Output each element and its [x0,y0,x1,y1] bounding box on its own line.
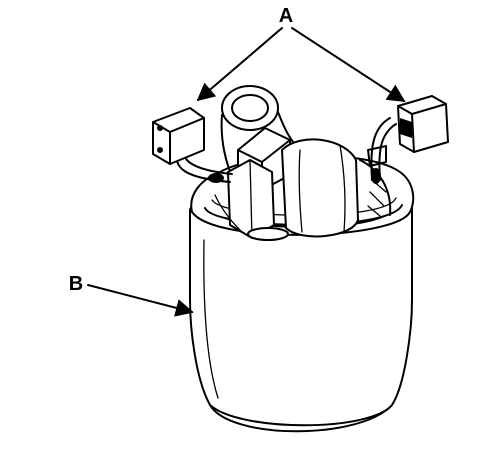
callout-a: A [196,5,406,102]
right-wire-outer [370,117,391,181]
right-terminal [367,95,449,184]
pump-body-right [281,138,359,238]
canister-highlight [203,239,219,399]
right-terminal-block [397,95,449,153]
callout-b-label: B [69,273,83,295]
right-wire-clip [367,145,387,167]
inner-wall-left [214,194,241,231]
pump-body-line-2 [339,144,346,233]
left-wire-sleeve [208,173,224,183]
canister-bottom-edge [209,404,393,427]
hex-body-edge [249,159,253,239]
callout-a-leader-right [291,27,406,102]
pump-body-line [298,149,303,233]
left-terminal-plate [152,107,205,165]
right-terminal-face-shadow [400,118,412,138]
callout-b-leader [87,284,194,317]
left-terminal-pin-2 [157,147,163,153]
callout-a-label: A [279,5,293,27]
right-wire-sleeve [371,168,381,184]
inner-wall-right [359,159,392,216]
left-terminal [152,107,233,183]
callout-b: B [69,273,194,317]
callout-a-leader-left [196,27,283,102]
right-terminal-edge-2 [411,113,415,153]
left-terminal-pin [157,125,163,131]
motor-cap-inner [231,94,269,122]
motor-cap [221,85,279,131]
pump-assembly [214,85,392,241]
inner-ring [247,227,289,241]
